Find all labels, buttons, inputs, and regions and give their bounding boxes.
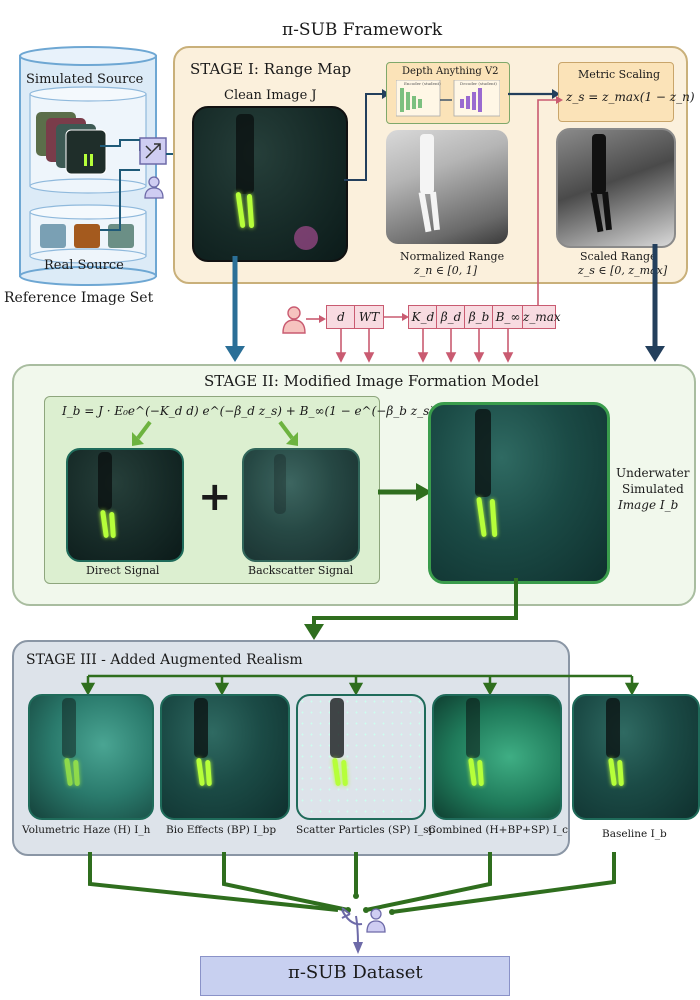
arrow-person-to-params xyxy=(306,315,326,323)
normalized-range-image xyxy=(386,130,508,244)
scaled-range-image xyxy=(556,128,676,248)
reference-image-set: Simulated Source Real Source xyxy=(18,46,158,286)
normalized-range-label: Normalized Range xyxy=(400,250,505,263)
scatter-particles-image xyxy=(296,694,426,820)
decoder-label: Decoder (student) xyxy=(460,81,497,86)
combined-image xyxy=(432,694,562,820)
arrow-to-underwater xyxy=(378,483,432,501)
combined-label: Combined (H+BP+SP) I_c xyxy=(428,824,569,836)
bio-label: Bio Effects (BP) I_bp xyxy=(166,824,277,836)
metric-scaling-box xyxy=(558,62,674,122)
reference-set-label: Reference Image Set xyxy=(4,290,154,306)
arrow-to-depth xyxy=(344,89,390,181)
encoder-decoder-icon xyxy=(396,80,500,117)
arrow-to-stage3 xyxy=(304,578,518,640)
arrow-params xyxy=(384,313,409,321)
framework-title: π-SUB Framework xyxy=(282,20,443,40)
dataset-label: π-SUB Dataset xyxy=(288,962,423,983)
underwater-simulated-image xyxy=(428,402,610,584)
particles-label: Scatter Particles (SP) I_sp xyxy=(296,824,436,836)
arrow-clean-to-stage2 xyxy=(225,256,245,362)
depth-anything-label: Depth Anything V2 xyxy=(402,66,499,77)
backscatter-label: Backscatter Signal xyxy=(248,564,354,577)
simulated-source-label: Simulated Source xyxy=(26,72,144,87)
haze-label: Volumetric Haze (H) I_h xyxy=(22,824,151,836)
source-switch xyxy=(122,137,167,165)
arrow-range-to-stage2 xyxy=(645,244,665,362)
underwater-label-2: Simulated xyxy=(622,482,684,496)
param-zmax: z_max xyxy=(522,305,561,329)
metric-scaling-label: Metric Scaling xyxy=(578,68,661,81)
distribution-arrows xyxy=(80,674,640,696)
user-icon xyxy=(144,176,164,199)
selector-user-icon xyxy=(341,907,386,933)
zmax-feed-arrow xyxy=(537,96,563,306)
baseline-label: Baseline I_b xyxy=(602,828,667,840)
normalized-range-domain: z_n ∈ [0, 1] xyxy=(414,264,478,277)
cylinder-icon xyxy=(19,46,157,286)
scaled-range-label: Scaled Range xyxy=(580,250,657,263)
encoder-label: Encoder (student) xyxy=(404,81,441,86)
scaled-range-domain: z_s ∈ [0, z_max] xyxy=(578,264,668,277)
volumetric-haze-image xyxy=(28,694,154,820)
scaling-formula: z_s = z_max(1 − z_n) xyxy=(566,90,695,104)
direct-signal-label: Direct Signal xyxy=(86,564,160,577)
clean-image-label: Clean Image J xyxy=(224,88,317,103)
param-beta-b: β_b xyxy=(464,305,494,329)
param-beta-d: β_d xyxy=(436,305,466,329)
clean-image xyxy=(192,106,348,262)
param-kd: K_d xyxy=(408,305,438,329)
backscatter-image xyxy=(242,448,360,562)
param-d: d xyxy=(326,305,356,329)
bio-effects-image xyxy=(160,694,290,820)
plus-sign: + xyxy=(198,474,232,520)
underwater-label-3: Image I_b xyxy=(618,498,679,512)
arrow-to-metric xyxy=(508,89,560,99)
merge-arrows xyxy=(88,852,616,954)
image-formation-formula: I_b = J · E₀e^(−K_d d) e^(−β_d z_s) + B_… xyxy=(62,404,439,418)
person-icon xyxy=(282,306,306,334)
param-down-arrows xyxy=(335,329,514,363)
formula-arrows xyxy=(132,420,298,446)
stage3-title: STAGE III - Added Augmented Realism xyxy=(26,652,303,668)
real-source-label: Real Source xyxy=(44,258,124,273)
stage2-title: STAGE II: Modified Image Formation Model xyxy=(204,372,539,390)
underwater-label-1: Underwater xyxy=(616,466,690,480)
stage1-title: STAGE I: Range Map xyxy=(190,60,352,78)
param-b-inf: B_∞ xyxy=(492,305,524,329)
dataset-box xyxy=(200,956,510,996)
direct-signal-image xyxy=(66,448,184,562)
param-wt: WT xyxy=(354,305,384,329)
baseline-image xyxy=(572,694,700,820)
